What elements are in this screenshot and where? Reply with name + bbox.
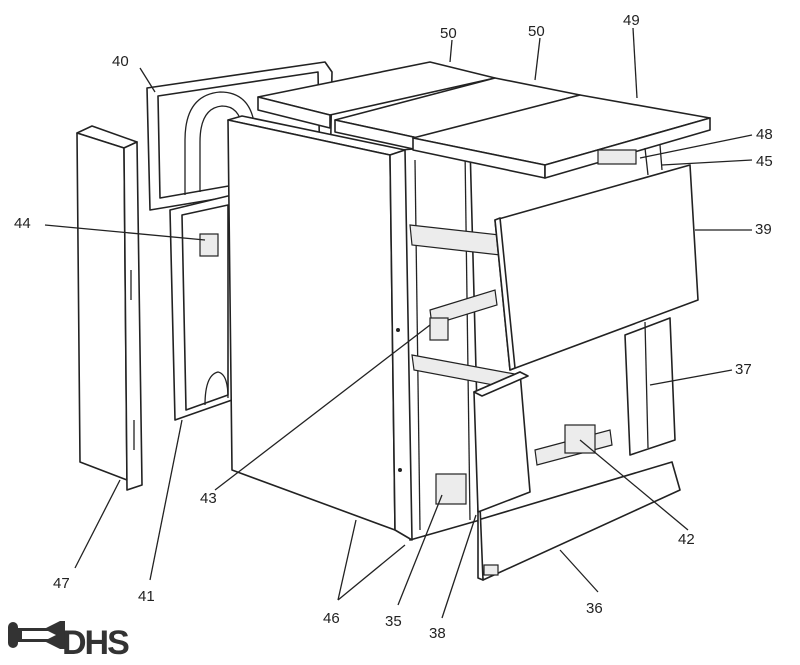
label-47: 47: [53, 575, 70, 592]
part-49-top-panel: [412, 94, 711, 179]
part-37-panel: [624, 317, 676, 456]
part-38-lower-drawer-front: [473, 371, 531, 513]
label-36: 36: [586, 600, 603, 617]
label-43: 43: [200, 490, 217, 507]
part-39-drawer-front: [494, 164, 699, 371]
label-40: 40: [112, 53, 129, 70]
label-37: 37: [735, 361, 752, 378]
label-46: 46: [323, 610, 340, 627]
logo-text: DHS: [62, 624, 129, 662]
label-44: 44: [14, 215, 31, 232]
label-41: 41: [138, 588, 155, 605]
label-45: 45: [756, 153, 773, 170]
part-47-side-panel: [76, 125, 143, 491]
part-46-front-panel: [227, 115, 413, 541]
part-50-top-panels: [257, 61, 581, 151]
dhs-logo: DHS: [8, 621, 131, 662]
label-49: 49: [623, 12, 640, 29]
cabinet-frame: [399, 144, 613, 541]
part-36-base: [477, 461, 681, 581]
label-48: 48: [756, 126, 773, 143]
label-50-a: 50: [440, 25, 457, 42]
label-35: 35: [385, 613, 402, 630]
label-42: 42: [678, 531, 695, 548]
label-38: 38: [429, 625, 446, 642]
leader-lines: [44, 27, 753, 619]
part-41-back-panel: [169, 194, 233, 421]
label-50-b: 50: [528, 23, 545, 40]
label-39: 39: [755, 221, 772, 238]
